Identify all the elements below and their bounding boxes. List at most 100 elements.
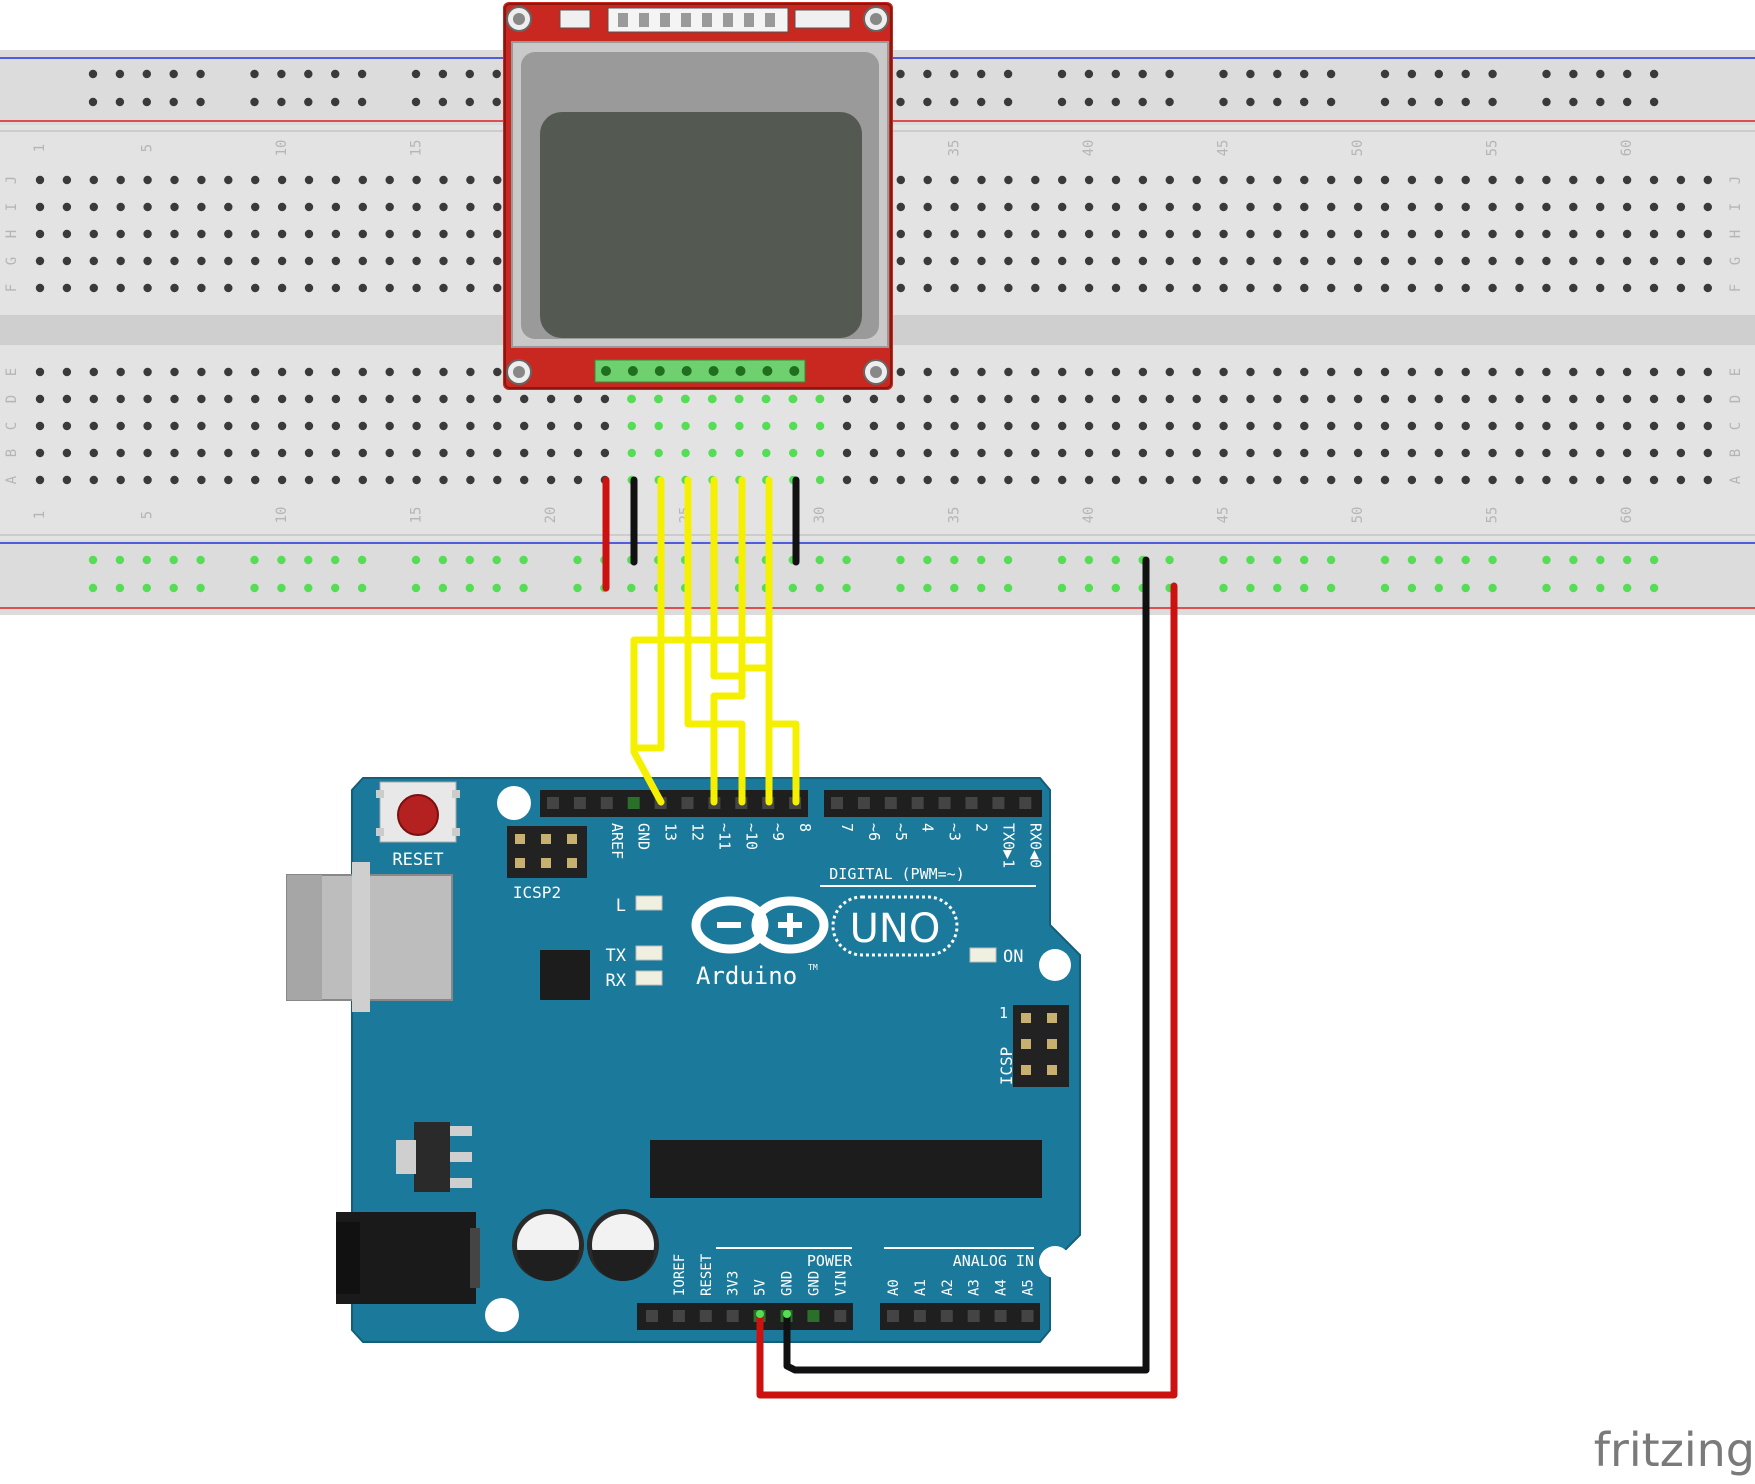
- hole: [1703, 175, 1713, 185]
- wire-yellow-pin13[interactable]: [630, 744, 665, 806]
- hole: [304, 394, 314, 404]
- hole: [1246, 367, 1255, 377]
- hole: [1569, 421, 1578, 431]
- hole: [466, 448, 475, 458]
- pin-socket[interactable]: [573, 797, 586, 809]
- pin-socket[interactable]: [887, 1310, 899, 1322]
- wire-red-5v[interactable]: [756, 582, 1178, 1399]
- lcd-pin: [681, 366, 692, 376]
- hole: [1488, 175, 1497, 185]
- hole: [546, 475, 556, 485]
- hole: [815, 448, 825, 458]
- mounting-hole: [863, 6, 889, 32]
- rail-hole: [1407, 583, 1417, 593]
- pin-socket[interactable]: [913, 1310, 926, 1322]
- pin-socket[interactable]: [938, 797, 951, 809]
- pin-socket[interactable]: [699, 1310, 712, 1322]
- pin-socket[interactable]: [992, 797, 1005, 809]
- pin-socket[interactable]: [834, 1310, 847, 1322]
- wire-yellow-pin11[interactable]: [710, 476, 746, 806]
- rail-hole: [277, 97, 286, 107]
- hole: [950, 475, 959, 485]
- pin-socket[interactable]: [807, 1310, 820, 1322]
- rail-hole: [1084, 583, 1094, 593]
- reset-button[interactable]: [397, 794, 439, 836]
- wire-yellow-pin8[interactable]: [630, 476, 800, 806]
- rail-hole: [1138, 69, 1147, 79]
- hole: [546, 394, 556, 404]
- pin-socket[interactable]: [627, 797, 640, 809]
- pin-socket[interactable]: [965, 797, 978, 809]
- rail-hole: [357, 69, 367, 79]
- rail-hole: [1649, 69, 1659, 79]
- hole: [1649, 421, 1659, 431]
- pin-socket[interactable]: [672, 1310, 685, 1322]
- rail-hole: [1407, 555, 1417, 565]
- pin-socket[interactable]: [994, 1310, 1007, 1322]
- hole: [1058, 448, 1067, 458]
- hole: [197, 283, 206, 293]
- rail-hole: [1434, 583, 1444, 593]
- atmega328-chip: [650, 1140, 1042, 1198]
- wire-black-gnd[interactable]: [783, 556, 1150, 1374]
- rail-hole: [1084, 555, 1094, 565]
- hole: [1407, 475, 1417, 485]
- hole: [1569, 256, 1578, 266]
- rail-hole: [1461, 555, 1470, 565]
- hole: [251, 283, 260, 293]
- hole: [1676, 202, 1686, 212]
- pin-socket[interactable]: [857, 797, 870, 809]
- hole: [62, 421, 72, 431]
- hole: [1273, 202, 1282, 212]
- hole: [1515, 448, 1524, 458]
- uno-badge: [831, 895, 959, 957]
- hole: [89, 448, 99, 458]
- hole: [1569, 448, 1578, 458]
- connector-tooth: [702, 13, 712, 27]
- pin-socket[interactable]: [1021, 1310, 1034, 1322]
- pin-socket[interactable]: [646, 1310, 658, 1322]
- pin-socket[interactable]: [726, 1310, 739, 1322]
- wire-end: [756, 1310, 764, 1318]
- pin-socket[interactable]: [967, 1310, 980, 1322]
- hole: [923, 421, 932, 431]
- hole: [735, 421, 744, 431]
- hole: [385, 175, 394, 185]
- rail-hole: [896, 97, 905, 107]
- lcd-component: [559, 9, 591, 29]
- hole: [1569, 367, 1578, 377]
- arduino-uno[interactable]: RESET ICSP2 L TX RX ON Arduino TM UNO: [286, 777, 1081, 1343]
- pin-socket[interactable]: [940, 1310, 953, 1322]
- column-number: 45: [1216, 140, 1232, 157]
- pin-socket[interactable]: [600, 797, 613, 809]
- usb-port-flange: [352, 862, 370, 1012]
- hole: [1596, 475, 1605, 485]
- pin-socket[interactable]: [681, 797, 694, 809]
- rail-hole: [115, 69, 125, 79]
- pin-socket[interactable]: [831, 797, 843, 809]
- hole: [1596, 421, 1605, 431]
- pin-socket[interactable]: [884, 797, 897, 809]
- hole: [439, 394, 448, 404]
- header-pin: [541, 858, 551, 868]
- rail-hole: [465, 97, 474, 107]
- pin-socket[interactable]: [547, 797, 559, 809]
- hole: [1515, 475, 1524, 485]
- connector-tooth: [744, 13, 754, 27]
- row-letter: A: [4, 475, 20, 484]
- hole: [1058, 367, 1067, 377]
- hole: [493, 202, 502, 212]
- rail-hole: [1407, 69, 1417, 79]
- hole: [977, 256, 986, 266]
- pin-socket[interactable]: [911, 797, 924, 809]
- nokia-5110-lcd[interactable]: [503, 2, 893, 390]
- hole: [1111, 202, 1121, 212]
- pin-socket[interactable]: [1019, 797, 1032, 809]
- hole: [1380, 394, 1390, 404]
- hole: [1596, 448, 1605, 458]
- hole: [1004, 421, 1013, 431]
- hole: [412, 448, 421, 458]
- hole: [1353, 175, 1363, 185]
- hole: [1111, 229, 1121, 239]
